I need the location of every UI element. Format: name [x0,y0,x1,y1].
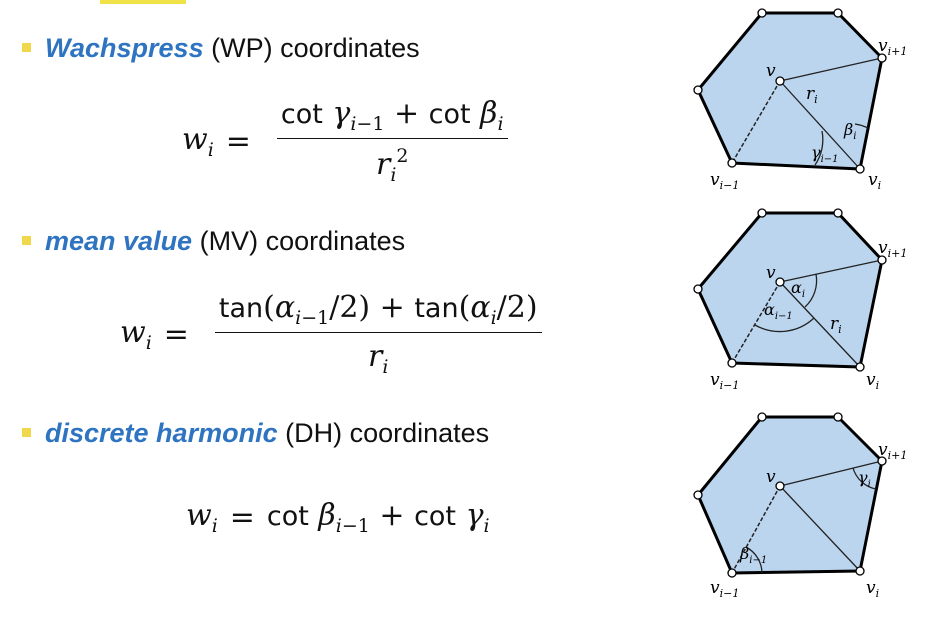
angle-arc-beta [854,123,869,129]
label-r: ri [830,314,842,336]
edge-to-v-prev [731,485,781,574]
vertex [833,208,843,218]
label-v-i: vi [866,370,879,392]
vertex-v-next [877,255,887,265]
vertex-v-next [877,53,887,63]
center-vertex-v [775,481,785,491]
vertex [693,284,703,294]
angle-arc-alpha-prev [754,317,815,333]
edge-to-v-prev [731,80,781,164]
label-v-i: vi [866,578,879,600]
diagram-discrete-harmonic: v vi+1 γi βi−1 vi−1 vi [693,412,907,600]
polygon [696,415,884,575]
vertex-v-i [855,362,865,372]
section-heading-discrete-harmonic: discrete harmonic (DH) coordinates [45,418,489,449]
vertex-v-i [855,566,865,576]
label-v-prev: vi−1 [710,370,739,392]
top-highlight-mark [100,0,186,4]
bullet-marker [22,428,31,437]
edge-to-v-prev [731,281,781,364]
radius-line [779,80,861,170]
edge-to-v-i [779,485,861,572]
vertex [757,412,767,422]
polygon [696,211,884,369]
angle-arc-gamma [814,130,824,166]
heading-rest: (MV) coordinates [192,226,406,256]
label-beta: βi [843,120,856,142]
label-v-next: vi+1 [878,36,907,58]
bullet-marker [22,43,31,52]
label-v: v [766,61,776,81]
edge-to-v-next [779,259,883,283]
label-v-next: vi+1 [878,440,907,462]
bullet-marker [22,236,31,245]
vertex-v-prev [727,358,737,368]
vertex [693,490,703,500]
vertex-v-prev [727,568,737,578]
numerator: tan(αi−1/2) + tan(αi/2) [214,290,542,333]
formula-lhs: wi [186,498,218,537]
term-mean-value: mean value [45,226,193,256]
formula-discrete-harmonic: wi = cot βi−1 + cot γi [186,498,490,537]
label-v: v [766,263,776,283]
vertex [693,85,703,95]
label-v-i: vi [868,170,881,192]
label-r: ri [806,84,818,106]
label-v-next: vi+1 [878,238,907,260]
angle-arc-gamma-i [852,467,877,490]
heading-rest: (DH) coordinates [277,418,490,448]
heading-rest: (WP) coordinates [203,33,420,63]
label-gamma: γi−1 [811,143,839,165]
diagram-wachspress: v vi+1 ri βi γi−1 vi−1 vi [693,8,907,192]
label-v-prev: vi−1 [710,170,739,192]
formula-lhs: wi [182,121,214,161]
term-discrete-harmonic: discrete harmonic [45,418,278,448]
fraction: tan(αi−1/2) + tan(αi/2) ri [214,290,542,378]
edge-to-v-next [779,460,883,487]
vertex-v-i [855,164,865,174]
denominator: ri [368,339,389,378]
numerator: cot γi−1 + cot βi [276,96,508,139]
section-heading-wachspress: Wachspress (WP) coordinates [45,33,420,64]
label-v: v [766,467,776,487]
center-vertex-v [775,76,785,86]
vertex [833,8,843,18]
label-alpha: αi [791,278,805,300]
edge-to-v-next [779,57,883,82]
angle-arc-alpha [804,273,818,308]
equals-sign: = [163,316,189,352]
vertex-v-next [877,456,887,466]
label-gamma-i: γi [858,468,871,490]
formula-wachspress: wi = cot γi−1 + cot βi ri2 [182,96,508,186]
center-vertex-v [775,277,785,287]
vertex [757,8,767,18]
equals-sign: = [229,500,255,535]
label-v-prev: vi−1 [710,578,739,600]
formula-mean-value: wi = tan(αi−1/2) + tan(αi/2) ri [120,290,542,378]
formula-rhs: cot βi−1 + cot γi [266,498,490,537]
vertex [757,208,767,218]
fraction: cot γi−1 + cot βi ri2 [276,96,508,186]
term-wachspress: Wachspress [45,33,204,63]
label-alpha-prev: αi−1 [764,300,793,322]
section-heading-mean-value: mean value (MV) coordinates [45,226,405,257]
polygon [696,11,884,171]
equals-sign: = [225,123,251,159]
vertex-v-prev [727,158,737,168]
angle-arc-beta-prev [745,546,763,574]
diagram-mean-value: v vi+1 αi αi−1 ri vi−1 vi [693,208,907,392]
label-beta-prev: βi−1 [739,544,767,566]
radius-line [779,281,861,368]
vertex [833,412,843,422]
formula-lhs: wi [120,314,152,354]
denominator: ri2 [375,145,409,186]
